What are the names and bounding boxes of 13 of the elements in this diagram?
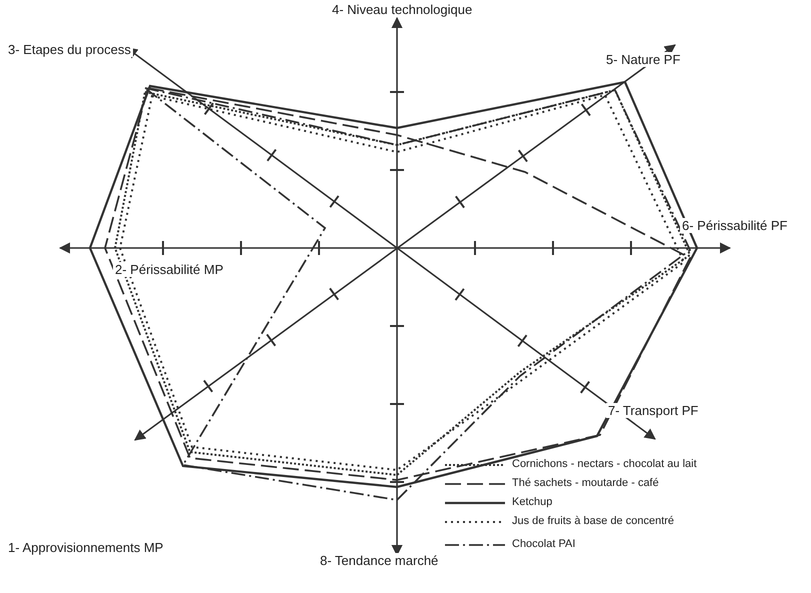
axis-label: 3- Etapes du process <box>6 42 133 57</box>
axis-label: 4- Niveau technologique <box>330 2 474 17</box>
axis-label: 1- Approvisionnements MP <box>6 540 166 555</box>
legend-label: Ketchup <box>512 496 552 508</box>
axis-label: 2- Périssabilité MP <box>113 262 226 277</box>
axis-label: 8- Tendance marché <box>318 553 440 568</box>
legend-label: Chocolat PAI <box>512 538 576 550</box>
legend-label: Jus de fruits à base de concentré <box>512 515 674 527</box>
axis-label: 6- Périssabilité PF <box>680 218 790 233</box>
axis-label: 7- Transport PF <box>606 403 700 418</box>
legend-label: Thé sachets - moutarde - café <box>512 477 659 489</box>
axis-label: 5- Nature PF <box>604 52 682 67</box>
legend-label: Cornichons - nectars - chocolat au lait <box>512 458 697 470</box>
